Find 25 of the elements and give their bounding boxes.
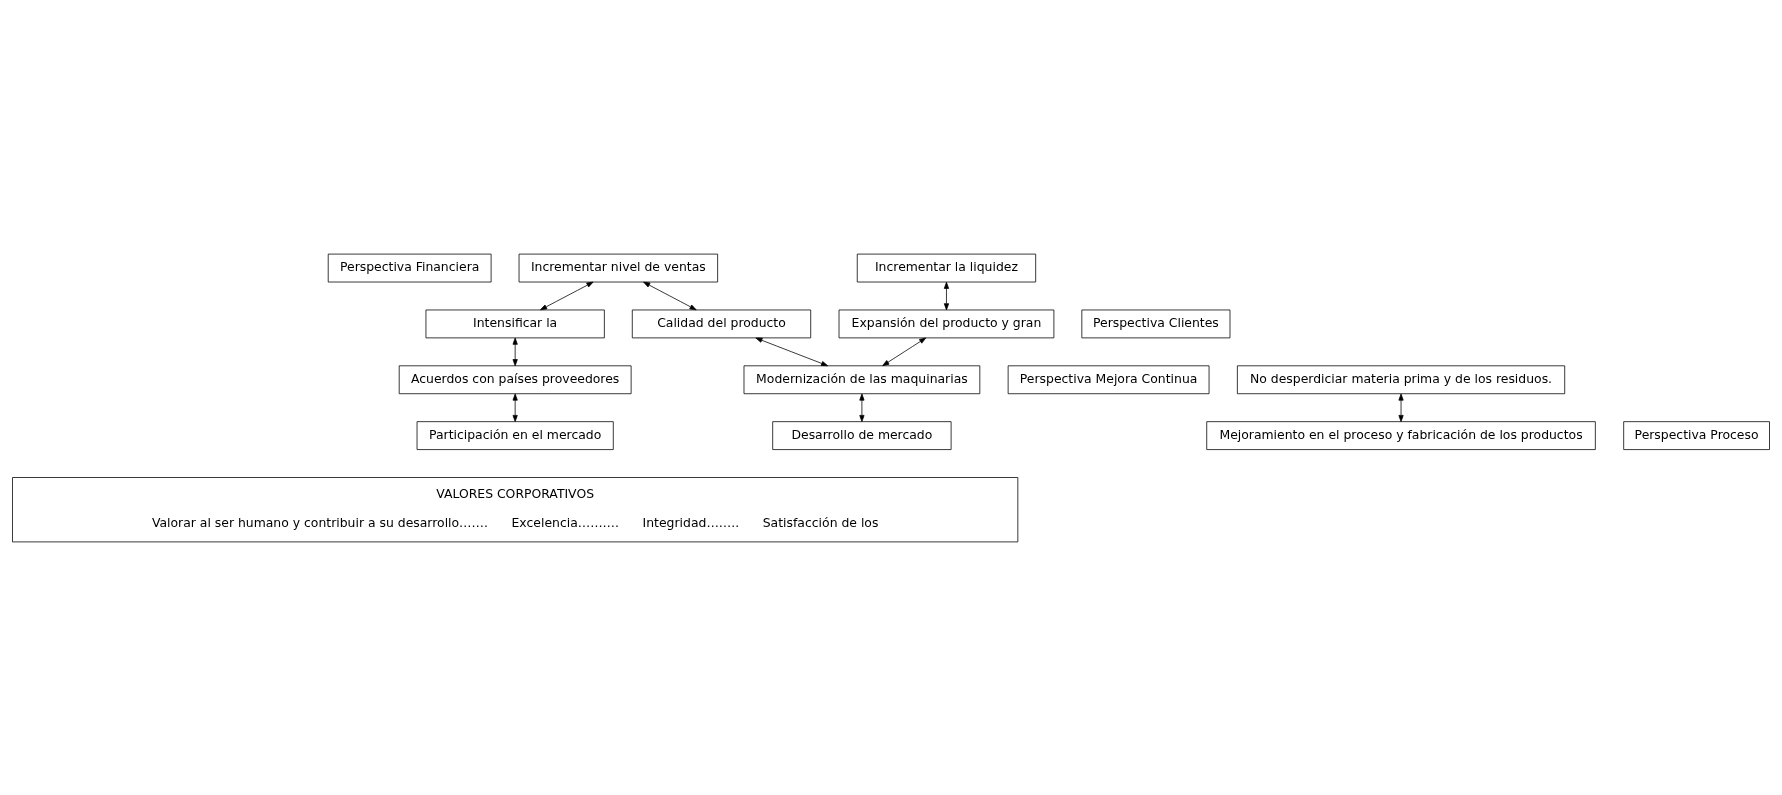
node-box: Acuerdos con países proveedores xyxy=(398,364,632,394)
node-box: Desarrollo de mercado xyxy=(772,420,952,450)
node-box: VALORES CORPORATIVOS Valorar al ser humano y contribuir a su desarrollo……. Excelencia………. Integridad…….. Satisfacción de los xyxy=(12,476,1019,542)
arrow xyxy=(512,393,518,422)
node-box: Perspectiva Clientes xyxy=(1081,309,1231,338)
arrow xyxy=(643,281,697,310)
node-box: Perspectiva Mejora Continua xyxy=(1007,364,1210,394)
arrow xyxy=(859,393,865,422)
node-box: Calidad del producto xyxy=(631,309,812,338)
node-box: Incrementar nivel de ventas xyxy=(518,253,718,282)
node-box: Participación en el mercado xyxy=(416,420,614,450)
node-box: Perspectiva Financiera xyxy=(327,253,492,282)
node-box: No desperdiciar materia prima y de los residuos. xyxy=(1236,364,1566,394)
arrow xyxy=(943,281,950,310)
arrow xyxy=(755,337,829,366)
node-box: Intensificar la xyxy=(425,309,605,338)
node-box: Incrementar la liquidez xyxy=(856,253,1037,282)
node-box: Perspectiva Proceso xyxy=(1623,420,1770,450)
arrow xyxy=(1398,393,1404,422)
node-box: Expansión del producto y gran xyxy=(838,309,1055,338)
arrow xyxy=(540,281,594,310)
arrow xyxy=(512,337,518,366)
arrow xyxy=(882,337,927,366)
node-box: Mejoramiento en el proceso y fabricación de los productos xyxy=(1206,420,1596,450)
node-box: Modernización de las maquinarias xyxy=(743,364,981,394)
